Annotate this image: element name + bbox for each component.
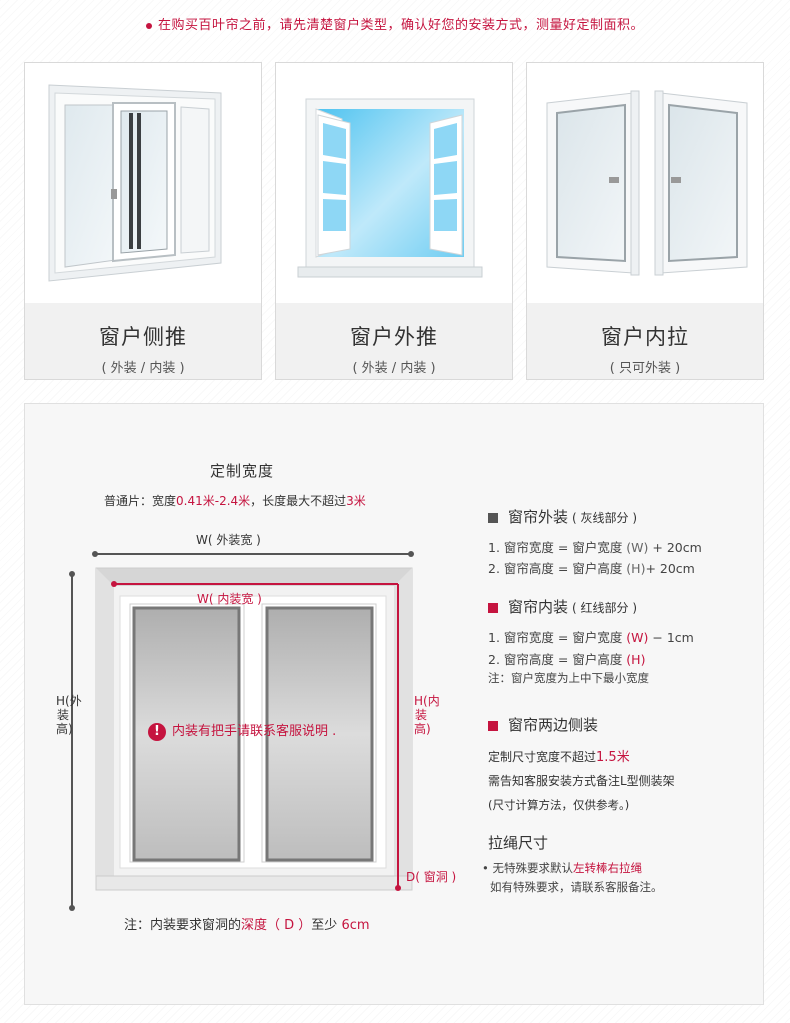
inward-window-image	[527, 63, 763, 303]
card-subtitle: ( 外装 / 内装 )	[101, 361, 185, 376]
card-caption: 窗户外推 ( 外装 / 内装 )	[276, 303, 512, 379]
width-spec: 普通片：宽度0.41米-2.4米，长度最大不超过3米	[104, 494, 366, 508]
top-notice-text: 在购买百叶帘之前，请先清楚窗户类型，确认好您的安装方式，测量好定制面积。	[157, 18, 644, 33]
outer-width-formula: 1. 窗帘宽度 = 窗户宽度 (W) + 20cm	[488, 540, 702, 555]
outer-width-label: W( 外装宽 )	[196, 533, 261, 547]
inner-width-formula: 1. 窗帘宽度 = 窗户宽度 (W) − 1cm	[488, 630, 694, 645]
card-caption: 窗户内拉 ( 只可外装 )	[527, 303, 763, 379]
window-type-card-outward: 窗户外推 ( 外装 / 内装 )	[275, 62, 513, 380]
card-subtitle: ( 外装 / 内装 )	[352, 361, 436, 376]
depth-note: 注：内装要求窗洞的深度（ D ）至少 6cm	[124, 918, 370, 933]
card-title: 窗户内拉	[601, 325, 689, 349]
inner-install-note: 注：窗户宽度为上中下最小宽度	[488, 671, 649, 685]
red-square-icon	[488, 602, 498, 613]
inner-install-heading: 窗帘内装( 红线部分 )	[488, 596, 637, 617]
inner-height-label: H(内装高)	[414, 694, 440, 736]
card-title: 窗户外推	[350, 325, 438, 349]
top-notice: 在购买百叶帘之前，请先清楚窗户类型，确认好您的安装方式，测量好定制面积。	[0, 14, 790, 33]
inner-width-label: W( 内装宽 )	[197, 592, 262, 606]
handle-warning: !内装有把手请联系客服说明 .	[148, 720, 336, 741]
side-install-width: 定制尺寸宽度不超过1.5米	[488, 750, 630, 765]
window-type-card-sliding: 窗户侧推 ( 外装 / 内装 )	[24, 62, 262, 380]
card-subtitle: ( 只可外装 )	[609, 361, 681, 376]
depth-label: D( 窗洞 )	[406, 870, 457, 884]
cord-size-title: 拉绳尺寸	[488, 834, 549, 852]
bullet-dot-icon	[145, 22, 152, 29]
cord-default: • 无特殊要求默认左转棒右拉绳	[482, 861, 642, 875]
outer-install-heading: 窗帘外装( 灰线部分 )	[488, 506, 637, 527]
side-install-bracket-note: 需告知客服安装方式备注L型侧装架	[488, 774, 675, 788]
card-title: 窗户侧推	[99, 325, 187, 349]
warning-icon: !	[148, 722, 166, 741]
cord-special-note: 如有特殊要求，请联系客服备注。	[490, 880, 663, 894]
side-install-heading: 窗帘两边侧装	[488, 714, 598, 735]
outward-window-image	[276, 63, 512, 303]
sliding-window-image	[25, 63, 261, 303]
window-type-card-inward: 窗户内拉 ( 只可外装 )	[526, 62, 764, 380]
outer-height-label: H(外装高)	[56, 694, 82, 736]
custom-width-title: 定制宽度	[210, 462, 275, 480]
gray-square-icon	[488, 512, 498, 523]
red-square-icon	[488, 720, 498, 731]
outer-height-formula: 2. 窗帘高度 = 窗户高度 (H)+ 20cm	[488, 561, 695, 576]
card-caption: 窗户侧推 ( 外装 / 内装 )	[25, 303, 261, 379]
side-install-reference: (尺寸计算方法，仅供参考。)	[488, 798, 630, 812]
inner-height-formula: 2. 窗帘高度 = 窗户高度 (H)	[488, 652, 646, 667]
